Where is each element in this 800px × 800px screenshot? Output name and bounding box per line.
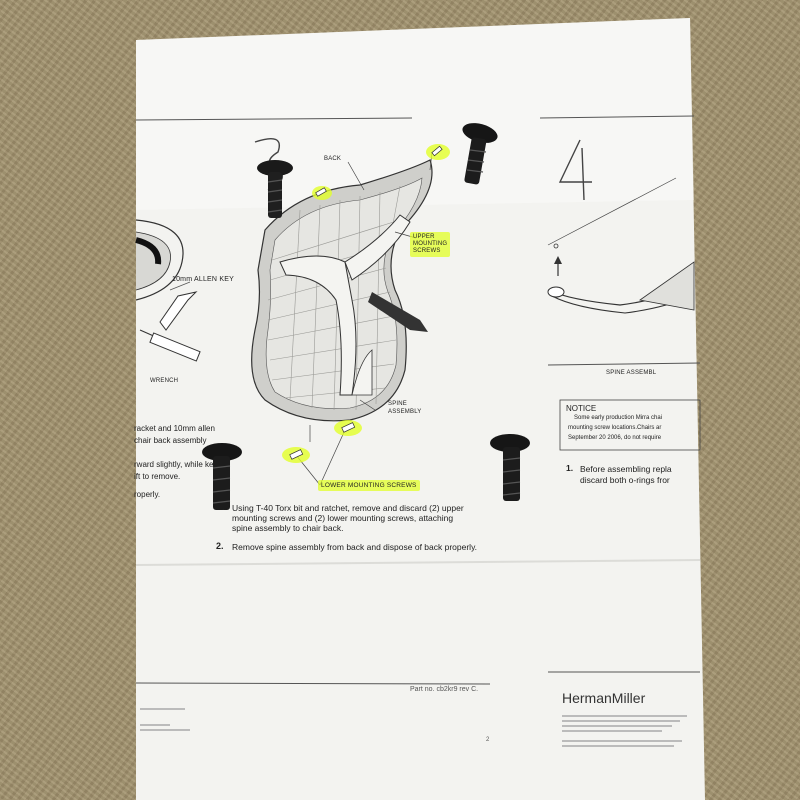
fine-print [562, 712, 692, 750]
right-step1-line-2: discard both o-rings fror [580, 475, 670, 485]
wrench-label: WRENCH [150, 378, 179, 384]
notice-title: NOTICE [566, 404, 597, 413]
screw-top-left [257, 160, 293, 218]
left-fragment-4: ift to remove. [134, 472, 181, 481]
allen-key-label: 10mm ALLEN KEY [172, 276, 234, 283]
spine-assembly-right-label: SPINE ASSEMBL [606, 370, 657, 376]
step2-number: 2. [216, 541, 224, 551]
spine-assembly-label: SPINE ASSEMBLY [388, 401, 422, 415]
left-fragment-1: racket and 10mm allen [134, 424, 215, 433]
screw-bottom-left [202, 443, 242, 510]
left-fragment-3: rward slightly, while ke [134, 460, 214, 469]
fine-print-left [140, 705, 200, 734]
left-fragment-2: chair back assembly [134, 436, 207, 445]
step2-text: Remove spine assembly from back and disp… [232, 542, 478, 552]
notice-line-1: Some early production Mirra chai [574, 415, 663, 421]
right-step1-number: 1. [566, 463, 574, 473]
page-number: 2 [486, 737, 490, 743]
upper-mounting-screws-label: UPPER MOUNTING SCREWS [410, 232, 451, 257]
part-number: Part no. cb2kr9 rev C. [410, 686, 479, 693]
lower-mounting-screws-label: LOWER MOUNTING SCREWS [318, 480, 420, 491]
right-step1-line-1: Before assembling repla [580, 464, 672, 474]
step1-text: Using T-40 Torx bit and ratchet, remove … [232, 503, 464, 533]
back-label: BACK [324, 156, 342, 162]
screw-top-right [462, 123, 498, 185]
screw-bottom-right [490, 434, 530, 501]
notice-line-2: mounting screw locations.Chairs ar [568, 425, 662, 431]
left-fragment-5: roperly. [134, 490, 161, 499]
step1-number: . [222, 502, 225, 512]
brand-logo: HermanMiller [562, 690, 646, 706]
notice-line-3: September 20 2006, do not require [568, 435, 662, 441]
